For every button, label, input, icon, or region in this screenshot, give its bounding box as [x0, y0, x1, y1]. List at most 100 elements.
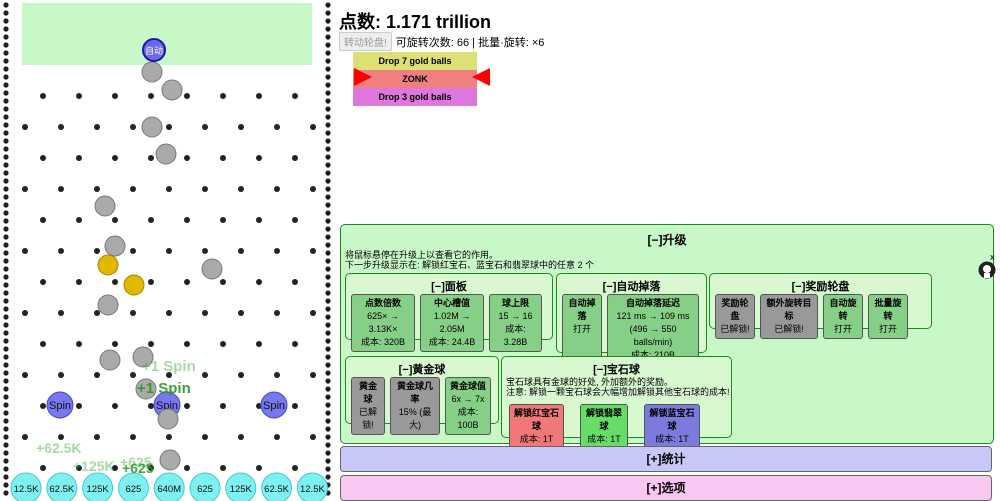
board-upgrades-title[interactable]: [−]面板 [431, 281, 467, 293]
wall-peg [3, 210, 9, 216]
wall-peg [3, 250, 9, 256]
wheel-segment: Drop 3 gold balls [353, 88, 477, 106]
ball [155, 143, 177, 165]
card-title: 自动掉落延迟 [625, 298, 680, 308]
bin-label: 12.5K [300, 484, 325, 495]
peg [202, 310, 208, 316]
peg [22, 124, 28, 130]
bin-label: 640M [157, 484, 181, 495]
wall-peg [3, 354, 9, 360]
upgrade-auto-spin[interactable]: 自动旋转 打开 [823, 294, 863, 339]
wall-peg [3, 306, 9, 312]
unlock-ruby-ball[interactable]: 解锁红宝石球 成本: 1T [509, 404, 564, 449]
spin-wheel-button[interactable]: 转动轮盘! [339, 32, 392, 51]
ball [161, 79, 183, 101]
wall-peg [325, 202, 331, 208]
unlock-sapphire-ball[interactable]: 解锁蓝宝石球 成本: 1T [644, 404, 700, 449]
upgrade-bonus-wheel[interactable]: 奖励轮盘 已解锁! [715, 294, 755, 339]
ball [104, 235, 126, 257]
wall-peg [3, 58, 9, 64]
upgrade-point-multiplier[interactable]: 点数倍数 625× → 3.13K× 成本: 320B [351, 294, 415, 352]
upgrades-title[interactable]: [−]升级 [647, 233, 687, 247]
upgrade-gold-ball-value[interactable]: 黄金球值 6x → 7x 成本: 100B [445, 377, 491, 435]
unlock-emerald-ball[interactable]: 解锁翡翠球 成本: 1T [580, 404, 628, 449]
upgrade-gold-ball-chance[interactable]: 黄金球几率 15% (最大) [390, 377, 440, 435]
autodrop-upgrades: [−]自动掉落 自动掉落 打开 自动掉落延迟 121 ms → 109 ms (… [556, 273, 707, 365]
ball [99, 349, 121, 371]
autodrop-title[interactable]: [−]自动掉落 [602, 281, 661, 293]
wall-peg [3, 2, 9, 8]
wall-peg [3, 138, 9, 144]
gold-ball [123, 274, 145, 296]
upgrade-autodrop[interactable]: 自动掉落 打开 [562, 294, 602, 365]
wall-peg [3, 74, 9, 80]
wall-peg [325, 58, 331, 64]
card-line: 成本: 24.4B [428, 337, 476, 347]
peg [166, 434, 172, 440]
upgrade-gold-ball[interactable]: 黄金球 已解锁! [351, 377, 385, 435]
peg [130, 124, 136, 130]
wall-peg [3, 162, 9, 168]
peg [238, 248, 244, 254]
wall-peg [3, 114, 9, 120]
peg [40, 155, 46, 161]
peg [184, 341, 190, 347]
peg [112, 217, 118, 223]
card-line: 成本: 1T [655, 434, 689, 444]
peg [94, 310, 100, 316]
wall-peg [325, 90, 331, 96]
gem-warning: 注意: 解锁一颗宝石球会大幅增加解锁其他宝石球的成本! [506, 387, 730, 397]
peg [220, 155, 226, 161]
card-line: 成本: 1T [519, 434, 554, 444]
bin [10, 472, 42, 501]
peg [94, 372, 100, 378]
wall-peg [325, 458, 331, 464]
peg [166, 310, 172, 316]
wall-peg [325, 250, 331, 256]
wall-peg [3, 282, 9, 288]
peg [184, 403, 190, 409]
upgrade-center-slot[interactable]: 中心槽值 1.02M → 2.05M 成本: 24.4B [420, 294, 484, 352]
gold-ball-title[interactable]: [−]黄金球 [398, 364, 446, 376]
wheel-segment: Drop 7 gold balls [353, 52, 477, 70]
board-upgrades: [−]面板 点数倍数 625× → 3.13K× 成本: 320B 中心槽值 1… [345, 273, 553, 352]
peg [112, 403, 118, 409]
card-title: 自动旋转 [829, 298, 857, 321]
github-icon[interactable] [978, 261, 996, 279]
stats-toggle[interactable]: [+]统计 [340, 446, 992, 472]
peg [274, 434, 280, 440]
float-text: +62.5K [36, 440, 82, 456]
options-toggle[interactable]: [+]选项 [340, 475, 992, 501]
upgrade-ball-cap[interactable]: 球上限 15 → 16 成本: 3.28B [489, 294, 542, 352]
peg [22, 310, 28, 316]
close-x-button[interactable]: x [990, 252, 995, 262]
peg [202, 248, 208, 254]
bin [296, 472, 328, 501]
peg [292, 403, 298, 409]
peg [22, 434, 28, 440]
peg [130, 310, 136, 316]
wall-peg [3, 202, 9, 208]
wall-peg [325, 362, 331, 368]
peg [184, 93, 190, 99]
peg [58, 124, 64, 130]
peg [40, 341, 46, 347]
peg [148, 341, 154, 347]
peg [220, 465, 226, 471]
peg [112, 279, 118, 285]
upgrade-batch-spin[interactable]: 批量旋转 打开 [868, 294, 908, 339]
wall-peg [325, 186, 331, 192]
upgrade-extra-spin-target[interactable]: 额外旋转目标 已解锁! [760, 294, 818, 339]
upgrade-autodrop-delay[interactable]: 自动掉落延迟 121 ms → 109 ms (496 → 550 balls/… [607, 294, 699, 365]
peg [148, 217, 154, 223]
wall-peg [3, 490, 9, 496]
gem-ball-title[interactable]: [−]宝石球 [593, 364, 640, 376]
peg [274, 124, 280, 130]
bonus-wheel-title[interactable]: [−]奖励轮盘 [791, 281, 850, 293]
bin [225, 472, 257, 501]
wall-peg [3, 410, 9, 416]
peg [94, 248, 100, 254]
wall-peg [3, 466, 9, 472]
